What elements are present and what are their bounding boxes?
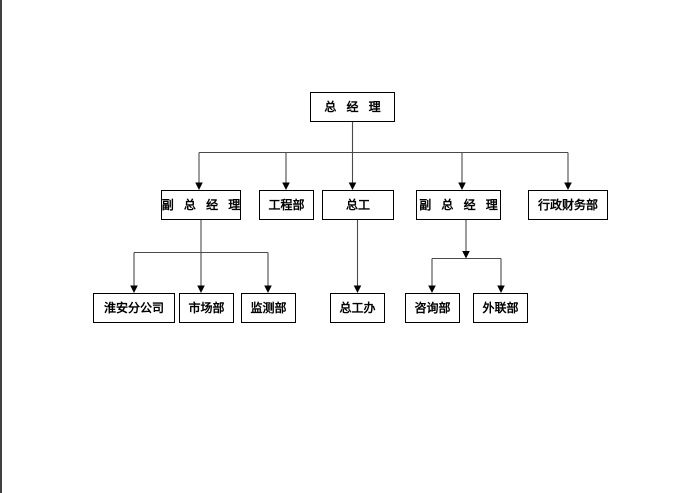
- arrowhead-deputy2: [458, 182, 466, 190]
- node-label-general-manager: 总 经 理: [324, 100, 384, 114]
- node-label-monitoring-dept: 监测部: [250, 301, 287, 315]
- node-chief-engineer-office[interactable]: 总工办: [330, 293, 385, 323]
- page-edge-strip: [0, 0, 2, 493]
- node-label-chief-engineer: 总工: [345, 198, 370, 212]
- node-label-chief-engineer-office: 总工办: [339, 301, 376, 315]
- node-consulting-dept[interactable]: 咨询部: [405, 293, 460, 323]
- node-deputy-general-manager-1[interactable]: 副 总 经 理: [161, 190, 241, 220]
- arrowhead-marketing: [197, 285, 205, 293]
- arrowhead-liaison: [497, 285, 505, 293]
- node-label-consulting-dept: 咨询部: [414, 301, 451, 315]
- arrowhead-deputy1: [195, 182, 203, 190]
- node-label-huaian-branch: 淮安分公司: [103, 301, 164, 315]
- node-general-manager[interactable]: 总 经 理: [310, 92, 395, 122]
- node-monitoring-dept[interactable]: 监测部: [241, 293, 296, 323]
- node-label-admin-finance-dept: 行政财务部: [537, 198, 598, 212]
- node-huaian-branch[interactable]: 淮安分公司: [93, 293, 175, 323]
- arrowhead-chief-engineer-office: [353, 285, 362, 293]
- node-label-marketing-dept: 市场部: [188, 301, 225, 315]
- node-label-deputy-general-manager-2: 副 总 经 理: [419, 198, 501, 212]
- arrowhead-admin-finance: [564, 182, 572, 190]
- arrowhead-monitoring: [264, 285, 272, 293]
- arrowhead-chief-engineer: [348, 182, 357, 190]
- arrowhead-huaian: [130, 285, 138, 293]
- arrowhead-engineering: [282, 182, 290, 190]
- arrowhead-deputy2-junction: [462, 251, 470, 259]
- node-liaison-dept[interactable]: 外联部: [473, 293, 528, 323]
- node-deputy-general-manager-2[interactable]: 副 总 经 理: [416, 190, 501, 220]
- node-label-engineering-dept: 工程部: [268, 198, 305, 212]
- node-label-liaison-dept: 外联部: [482, 301, 519, 315]
- arrowhead-consulting: [428, 285, 436, 293]
- node-chief-engineer[interactable]: 总工: [322, 190, 394, 220]
- node-label-deputy-general-manager-1: 副 总 经 理: [161, 198, 244, 212]
- node-admin-finance-dept[interactable]: 行政财务部: [528, 190, 608, 220]
- node-marketing-dept[interactable]: 市场部: [179, 293, 234, 323]
- node-engineering-dept[interactable]: 工程部: [259, 190, 314, 220]
